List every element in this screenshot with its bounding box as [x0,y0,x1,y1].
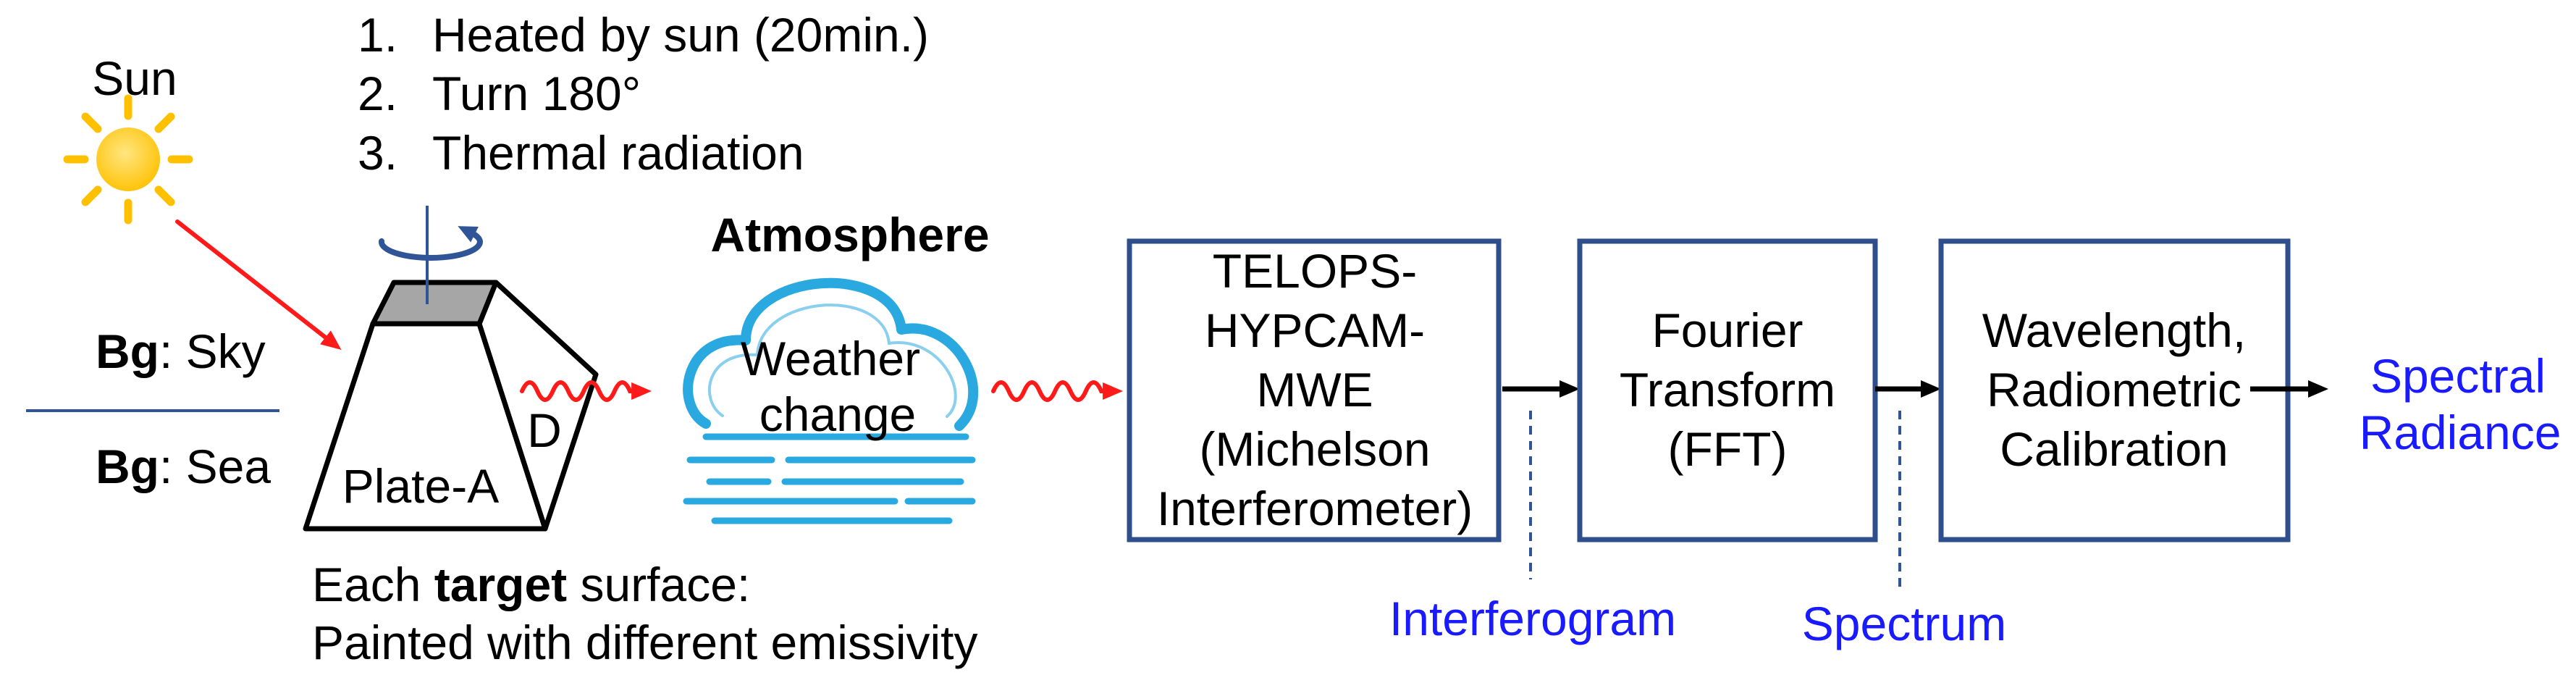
sun-ray [81,185,102,206]
stage-text-line: (FFT) [1668,422,1788,476]
background-sky-label: Bg: Sky [96,324,266,378]
cloud-inner-outline [707,303,957,418]
target-caption-line1: Each target surface: [312,558,750,611]
sun-rays [63,94,193,225]
thermal-radiation-wave [520,380,652,402]
background-key: Bg [96,324,159,378]
rotate-arrow-icon [378,206,483,304]
target-plate: Plate-A D [303,280,599,532]
target-caption-line2: Painted with different emissivity [312,616,978,669]
stage-fourier-transform: Fourier Transform (FFT) [1577,238,1878,542]
sun-icon [63,94,193,225]
cloud-outline [683,277,979,431]
interferogram-label: Interferogram [1389,592,1676,645]
sun-ray [81,112,102,133]
weather-lines [683,433,976,524]
final-output-line: Radiance [2360,406,2562,459]
solar-radiation-arrow [175,219,342,351]
procedure-list: 1. Heated by sun (20min.) 2. Turn 180° 3… [358,8,929,180]
stage-text-line: Interferometer) [1157,482,1473,535]
sun-ray [154,112,175,133]
atmosphere-title: Atmosphere [710,208,989,261]
stage-box [1577,238,1878,542]
stage-calibration: Wavelength, Radiometric Calibration [1938,238,2291,542]
procedure-number: 2. [358,67,397,120]
cloud-text-line: Weather [741,332,920,385]
caption-text: Each [312,558,434,611]
sun-ray [154,185,175,206]
stage-text-line: Transform [1620,363,1835,416]
stage-box [1127,238,1502,542]
plate-top-face [370,280,499,327]
stage-box [1938,238,2291,542]
background-key: Bg [96,440,159,493]
caption-text: surface: [567,558,750,611]
procedure-step: Thermal radiation [432,126,804,180]
stage-text-line: MWE [1256,363,1373,416]
procedure-step: Heated by sun (20min.) [432,8,929,62]
background-value: : Sky [159,324,266,378]
background-sea-label: Bg: Sea [96,440,271,493]
stage-text-line: Radiometric [1987,363,2242,416]
plate-front-label: Plate-A [342,459,499,513]
final-output-line: Spectral [2370,349,2546,403]
sun-body [96,127,160,191]
spectrum-label: Spectrum [1802,597,2006,650]
background-value: : Sea [159,440,271,493]
procedure-step: Turn 180° [432,67,641,120]
stage-text-line: Calibration [2000,422,2228,476]
stage-text-line: HYPCAM- [1205,303,1425,357]
stage-interferometer: TELOPS- HYPCAM- MWE (Michelson Interfero… [1127,238,1502,542]
stage-text-line: (Michelson [1199,422,1430,476]
rotation-arc [378,226,483,261]
stage-text-line: Wavelength, [1982,303,2246,357]
atmospheric-radiation-wave [991,380,1124,402]
sun-label: Sun [92,51,177,105]
caption-emphasis: target [434,558,567,611]
procedure-number: 3. [358,126,397,180]
stage-text-line: Fourier [1651,303,1803,357]
procedure-number: 1. [358,8,397,62]
plate-side-label: D [527,403,562,457]
stage-text-line: TELOPS- [1213,244,1417,298]
cloud-text-line: change [759,387,917,441]
cloud-icon [683,277,979,524]
